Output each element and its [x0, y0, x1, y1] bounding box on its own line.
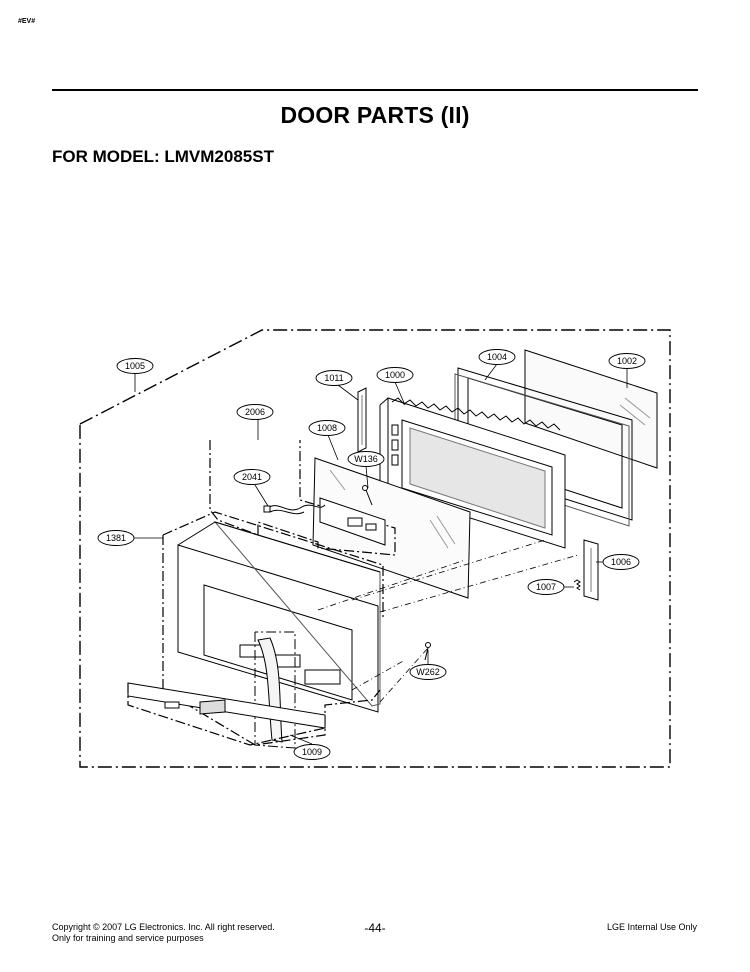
model-subtitle: FOR MODEL: LMVM2085ST	[52, 147, 274, 166]
screw-w262	[424, 642, 431, 661]
callout-2041: 2041	[233, 469, 271, 485]
callout-2006-text: 2006	[245, 407, 265, 417]
part-control-module	[209, 440, 396, 556]
callout-w262-text: W262	[416, 667, 440, 677]
callout-1002: 1002	[608, 353, 646, 369]
screw-w136	[362, 485, 373, 506]
callout-2006: 2006	[236, 404, 274, 420]
callout-w136: W136	[347, 451, 385, 467]
front-frame-outline-top	[162, 511, 384, 620]
part-door-front-frame	[177, 521, 381, 713]
callout-w136-text: W136	[354, 454, 378, 464]
part-glass-panel	[524, 349, 658, 469]
callout-1007: 1007	[527, 579, 565, 595]
footer-note: Only for training and service purposes	[52, 933, 204, 943]
callout-1381: 1381	[97, 530, 135, 546]
footer-usage: LGE Internal Use Only	[606, 922, 697, 932]
header-rule	[52, 89, 698, 91]
part-bracket-1011	[357, 387, 367, 453]
callout-1006: 1006	[602, 554, 640, 570]
callout-1005: 1005	[116, 358, 154, 374]
callout-1007-text: 1007	[536, 582, 556, 592]
part-inner-glass	[312, 457, 471, 599]
part-spring	[573, 579, 581, 591]
callout-1006-text: 1006	[611, 557, 631, 567]
part-metal-door-frame	[379, 397, 566, 549]
callout-1009: 1009	[293, 744, 331, 760]
callout-1008-text: 1008	[317, 423, 337, 433]
footer-copyright: Copyright © 2007 LG Electronics. Inc. Al…	[52, 922, 275, 932]
callout-1381-text: 1381	[106, 533, 126, 543]
callout-1011-text: 1011	[324, 373, 343, 383]
part-latch	[583, 539, 599, 601]
callout-1009-text: 1009	[302, 747, 322, 757]
corner-tag: #EV#	[18, 18, 36, 25]
callout-1004-text: 1004	[487, 352, 507, 362]
page-number: -44-	[364, 921, 386, 935]
page-title: DOOR PARTS (II)	[280, 102, 470, 128]
callout-1000: 1000	[376, 367, 414, 383]
callout-1008: 1008	[308, 420, 346, 436]
callout-1005-text: 1005	[125, 361, 145, 371]
front-frame-outline	[162, 535, 381, 746]
part-wire-harness	[263, 504, 326, 515]
callout-1011: 1011	[315, 370, 353, 386]
callout-1000-text: 1000	[385, 370, 405, 380]
assembly-boundary	[79, 329, 671, 768]
callout-1002-text: 1002	[617, 356, 637, 366]
callout-1004: 1004	[478, 349, 516, 365]
footer-copyright-block: Copyright © 2007 LG Electronics. Inc. Al…	[52, 922, 275, 944]
callout-2041-text: 2041	[242, 472, 262, 482]
alignment-guides	[317, 539, 579, 703]
bottom-trim-outline	[127, 683, 326, 746]
callout-w262: W262	[409, 664, 447, 680]
